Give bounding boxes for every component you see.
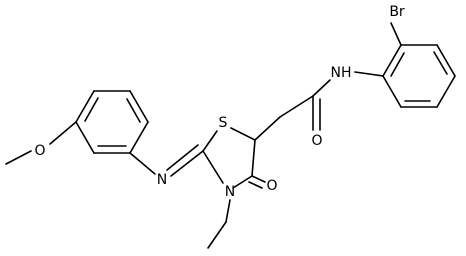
bond [382,44,402,77]
bond [75,121,95,154]
bond [382,75,402,108]
bond [433,51,448,75]
bond [84,97,99,122]
n3-c4-bond [232,175,253,189]
sulfur-label: S [219,115,228,131]
amide-nh-label: NH [331,65,352,81]
ethyl-bond [207,221,227,249]
n-ethyl-bond [225,199,231,223]
n-carbonyl-bond [312,79,331,97]
o-methyl-bond [5,150,32,165]
aryl-n-bond [354,71,384,77]
bond [436,75,456,108]
bond [436,44,456,77]
s-c2-bond [202,130,218,152]
ch2-ring-bond [254,116,281,141]
bromine-label: Br [389,4,405,20]
bond [126,98,141,123]
n-aryl-bond [129,152,156,175]
bond [390,52,405,77]
c-br-bond [390,22,402,46]
ring-co-double-bond [248,181,263,189]
amide-oxygen-label: O [311,133,322,149]
imine-nitrogen-label: N [157,172,167,188]
bond [129,121,149,154]
c2-n3-bond [202,150,224,184]
aryl-o-bond [49,121,77,145]
c5-s-bond [230,127,256,141]
ring-carbonyl-oxygen-label: O [266,178,277,194]
bond [75,90,95,123]
bromophenyl-ring [382,44,456,108]
carbonyl-ch2-bond [279,95,314,118]
imine-double-bond [166,144,199,171]
bond [129,90,149,123]
c4-c5-bond [251,139,256,177]
ring-co-double-bond [251,175,266,183]
imine-double-bond [170,150,204,177]
methoxy-oxygen-label: O [34,143,45,159]
ring-nitrogen-label: N [225,184,235,200]
methoxyphenyl-ring [75,90,149,154]
